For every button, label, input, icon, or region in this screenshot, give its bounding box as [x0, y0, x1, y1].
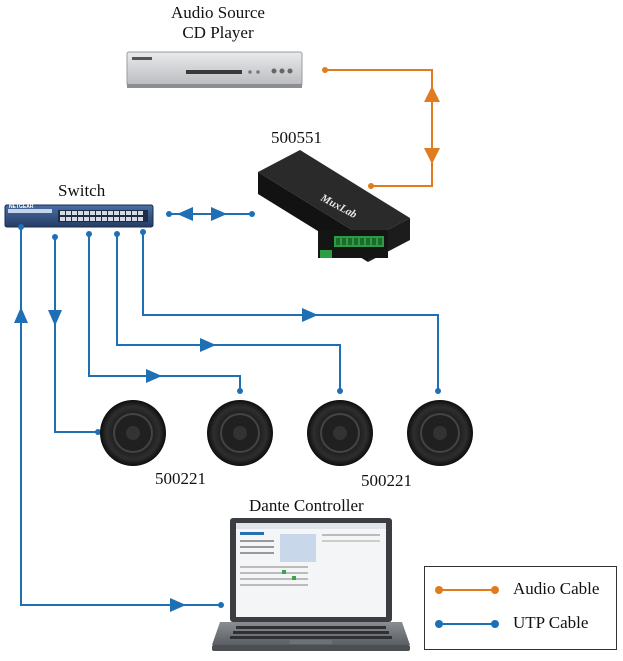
utp-arrows [14, 207, 318, 612]
network-switch [4, 204, 154, 228]
cd-player [126, 51, 303, 88]
speaker-label-left: 500221 [155, 469, 206, 488]
speaker-3 [307, 400, 373, 466]
utp-cables [20, 213, 439, 606]
controller-label: Dante Controller [249, 496, 364, 515]
legend-utp-label: UTP Cable [513, 613, 589, 632]
utp-dots [18, 211, 441, 608]
legend-utp-line [439, 623, 495, 625]
speaker-label-right: 500221 [361, 471, 412, 490]
dante-converter-500551 [258, 150, 410, 262]
legend-utp-dot-left [435, 620, 443, 628]
audio-source-line2: CD Player [182, 22, 254, 42]
speaker-2 [207, 400, 273, 466]
speaker-4 [407, 400, 473, 466]
legend: Audio Cable UTP Cable [424, 566, 617, 650]
converter-label: 500551 [271, 128, 322, 147]
audio-cable-end-converter [368, 183, 374, 189]
legend-audio-label: Audio Cable [513, 579, 600, 598]
audio-cable [325, 69, 433, 187]
legend-audio-dot-right [491, 586, 499, 594]
switch-label: Switch [58, 181, 106, 200]
audio-source-label: Audio Source CD Player [171, 3, 265, 42]
audio-source-line1: Audio Source [171, 3, 265, 22]
laptop [212, 518, 410, 651]
audio-cable-end-cd [322, 67, 328, 73]
switch-brand-text: NETGEAR [9, 204, 34, 210]
legend-audio-line [439, 589, 495, 591]
legend-audio-dot-left [435, 586, 443, 594]
speaker-1 [100, 400, 166, 466]
legend-item-utp: UTP Cable [435, 611, 610, 637]
audio-arrow-down [424, 148, 440, 164]
legend-utp-dot-right [491, 620, 499, 628]
audio-arrow-up [424, 86, 440, 102]
legend-item-audio: Audio Cable [435, 577, 610, 603]
